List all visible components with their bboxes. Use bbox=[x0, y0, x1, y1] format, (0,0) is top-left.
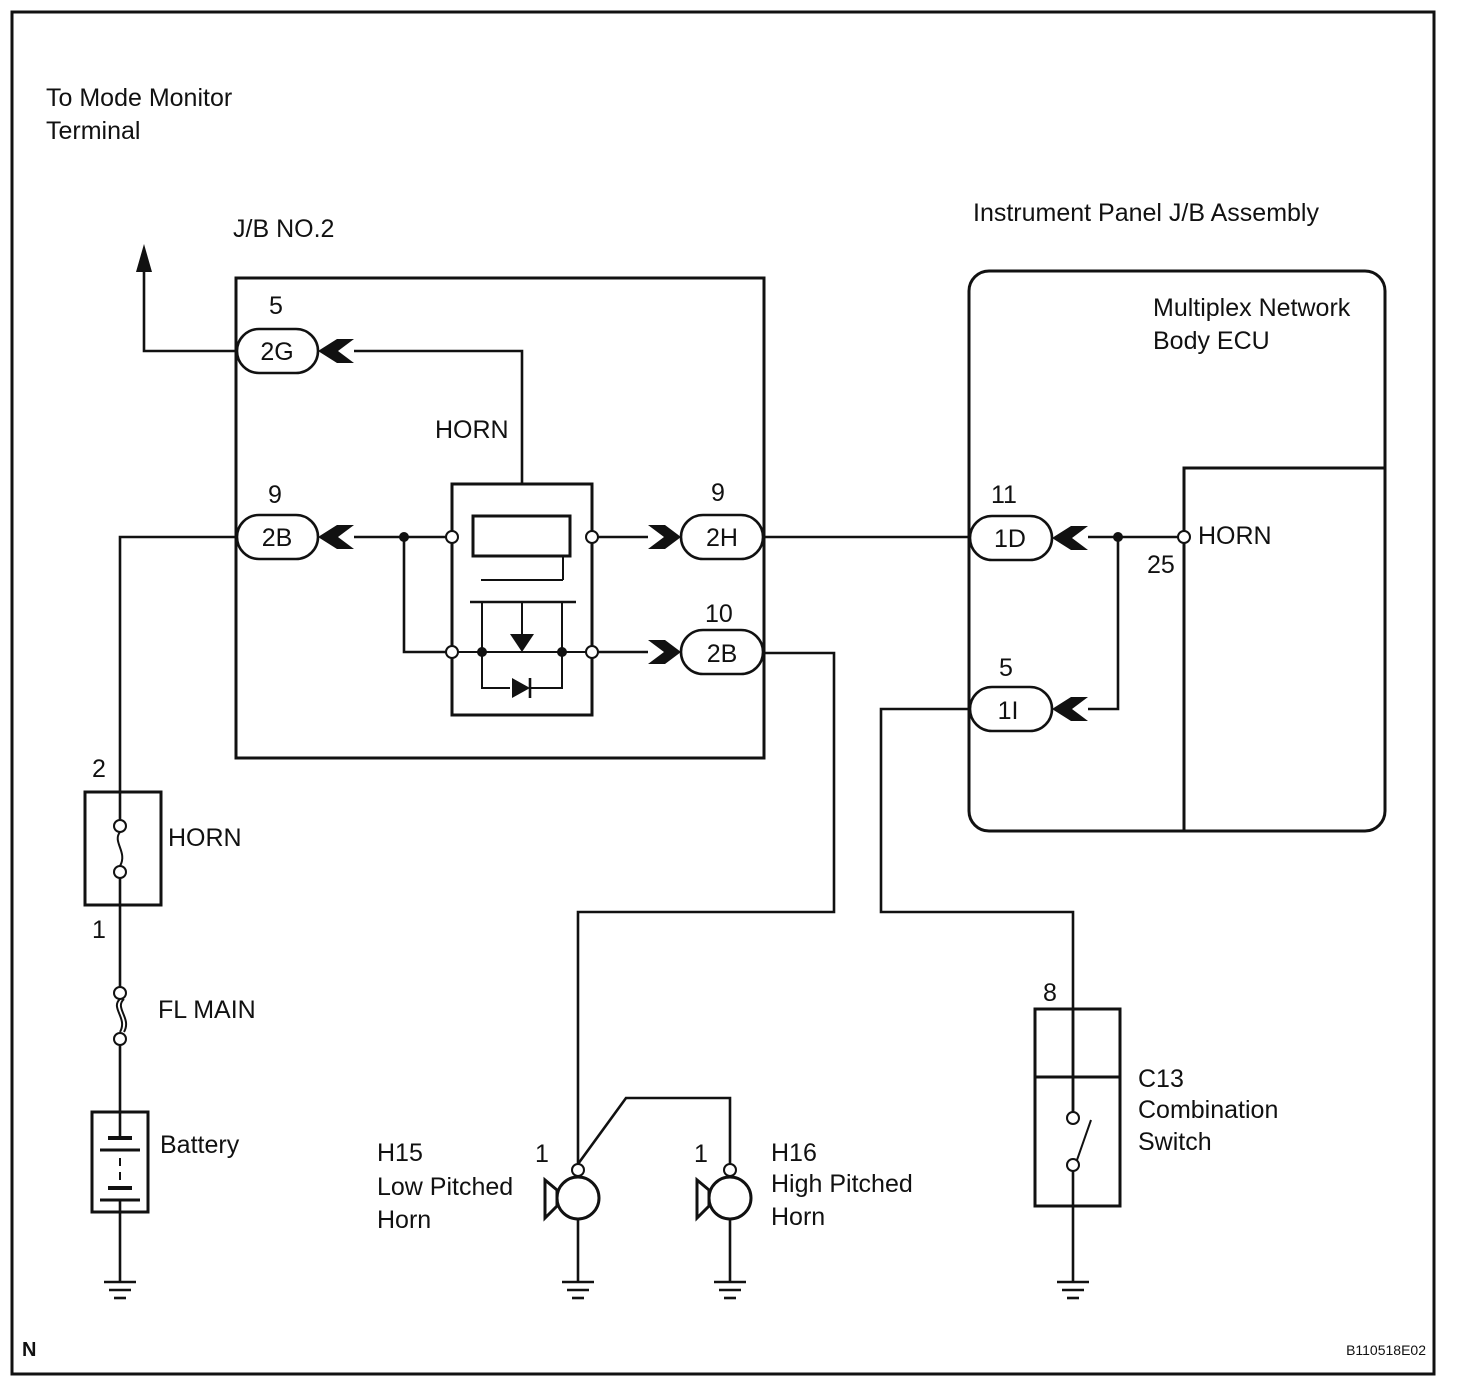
h16-horn-symbol bbox=[695, 1163, 753, 1222]
ground-symbol-h16 bbox=[714, 1280, 746, 1300]
combination-switch-symbol bbox=[1033, 1007, 1122, 1208]
relay-horn-label: HORN bbox=[435, 416, 509, 444]
corner-mark: N bbox=[22, 1339, 36, 1361]
battery-symbol bbox=[90, 1110, 150, 1214]
wire-relay-bypass bbox=[402, 537, 446, 654]
ground-symbol-switch bbox=[1057, 1280, 1089, 1300]
connector-1d-pin: 11 bbox=[991, 481, 1017, 509]
mode-monitor-arrow bbox=[136, 244, 237, 353]
ipjb-title: Instrument Panel J/B Assembly bbox=[973, 199, 1319, 227]
h15-horn-symbol bbox=[543, 1163, 601, 1222]
connector-1d-label: 1D bbox=[994, 525, 1026, 553]
c13-label-3: Switch bbox=[1138, 1128, 1212, 1156]
jb2-box bbox=[234, 276, 766, 760]
ecu-horn-label: HORN bbox=[1198, 522, 1272, 550]
wire-2b-to-horns bbox=[576, 651, 836, 1164]
connector-2h-pin: 9 bbox=[711, 479, 725, 507]
connector-2b-output-label: 2B bbox=[707, 640, 738, 668]
connector-2g: 5 2G bbox=[235, 292, 354, 375]
wire-relay-to-2g bbox=[354, 349, 524, 484]
connector-2h: 9 2H bbox=[648, 479, 765, 561]
junction-dot-relay bbox=[399, 532, 409, 542]
connector-1d: 11 1D bbox=[968, 481, 1088, 562]
connector-1i-label: 1I bbox=[998, 697, 1019, 725]
ecu-title-2: Body ECU bbox=[1153, 327, 1270, 355]
c13-label-1: C13 bbox=[1138, 1065, 1184, 1093]
fuse-horn-pin-1: 1 bbox=[92, 916, 106, 944]
c13-pin: 8 bbox=[1043, 979, 1057, 1007]
c13-label-2: Combination bbox=[1138, 1096, 1278, 1124]
horn-relay bbox=[445, 482, 599, 717]
ecu-box bbox=[1182, 466, 1384, 830]
connector-2h-label: 2H bbox=[706, 524, 738, 552]
connector-2g-label: 2G bbox=[260, 338, 293, 366]
wire-1i-to-switch bbox=[879, 707, 1075, 1114]
h16-label-2: High Pitched bbox=[771, 1170, 913, 1198]
h15-label-3: Horn bbox=[377, 1206, 431, 1234]
fuse-horn-label: HORN bbox=[168, 824, 242, 852]
h16-pin: 1 bbox=[694, 1140, 708, 1168]
h15-label-1: H15 bbox=[377, 1139, 423, 1167]
connector-2b-output-pin: 10 bbox=[705, 600, 733, 628]
h16-label-3: Horn bbox=[771, 1203, 825, 1231]
connector-2b-output: 10 2B bbox=[648, 600, 765, 676]
h15-pin: 1 bbox=[535, 1140, 549, 1168]
connector-2g-pin: 5 bbox=[269, 292, 283, 320]
figure-code: B110518E02 bbox=[1346, 1342, 1426, 1358]
ecu-title-1: Multiplex Network bbox=[1153, 294, 1351, 322]
wire-horn-crossover bbox=[576, 1096, 732, 1165]
fuse-horn-pin-2: 2 bbox=[92, 755, 106, 783]
connector-2b-input-pin: 9 bbox=[268, 481, 282, 509]
connector-2b-input: 9 2B bbox=[235, 481, 354, 561]
fl-main-label: FL MAIN bbox=[158, 996, 256, 1024]
wire-ecu-to-1i bbox=[1088, 537, 1120, 711]
jb2-title: J/B NO.2 bbox=[233, 215, 334, 243]
connector-1i: 5 1I bbox=[968, 654, 1088, 733]
battery-label: Battery bbox=[160, 1131, 240, 1159]
ecu-pin-label: 25 bbox=[1147, 551, 1175, 579]
ground-symbol-h15 bbox=[562, 1280, 594, 1300]
diagram-frame bbox=[10, 10, 1436, 1376]
wire-2b-to-fuse bbox=[118, 535, 237, 792]
ground-symbol-battery bbox=[104, 1280, 136, 1300]
mode-monitor-label-2: Terminal bbox=[46, 117, 140, 145]
horn-fuse bbox=[83, 790, 163, 907]
h15-label-2: Low Pitched bbox=[377, 1173, 513, 1201]
connector-2b-input-label: 2B bbox=[262, 524, 293, 552]
ipjb-box bbox=[967, 269, 1387, 833]
ecu-horn-terminal bbox=[1177, 530, 1191, 544]
connector-1i-pin: 5 bbox=[999, 654, 1013, 682]
h16-label-1: H16 bbox=[771, 1139, 817, 1167]
mode-monitor-label-1: To Mode Monitor bbox=[46, 84, 232, 112]
fl-main-fusible-link bbox=[113, 986, 127, 1046]
